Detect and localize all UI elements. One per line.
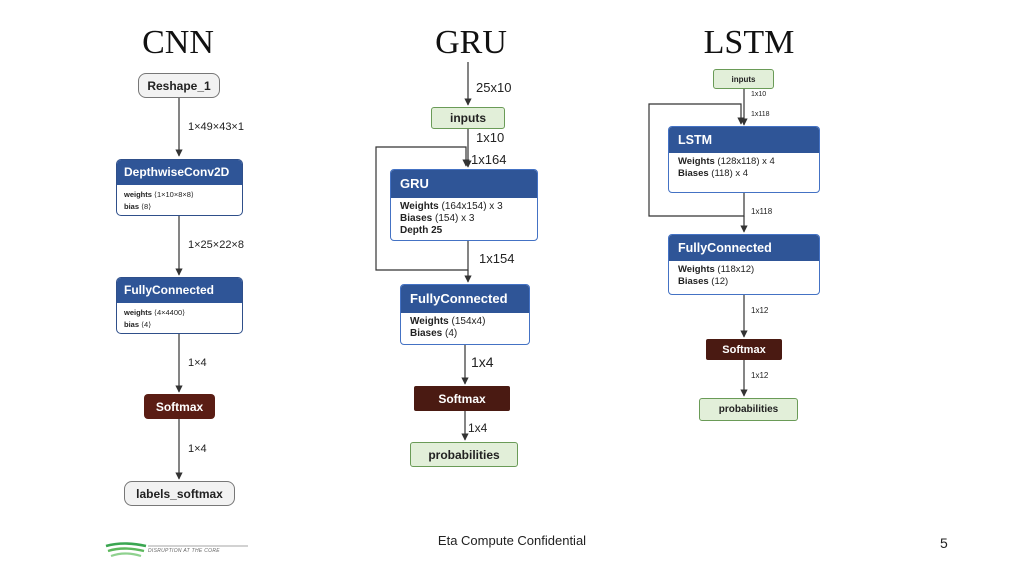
cnn-input-node: Reshape_1 bbox=[138, 73, 220, 98]
gru-dim-in: 25x10 bbox=[476, 80, 512, 95]
gru-dim-3: 1x4 bbox=[471, 354, 494, 370]
lstm-block-header: LSTM bbox=[669, 127, 819, 153]
lstm-dim-3: 1x12 bbox=[751, 306, 769, 315]
logo-tagline: DISRUPTION AT THE CORE bbox=[148, 548, 220, 554]
cnn-softmax-node: Softmax bbox=[144, 394, 215, 419]
lstm-dim-4: 1x12 bbox=[751, 371, 769, 380]
cnn-fully-connected-node: FullyConnected weights ⟨4×4400⟩ bias ⟨4⟩ bbox=[116, 277, 243, 334]
cnn-fc-header: FullyConnected bbox=[117, 278, 242, 303]
gru-block-node: GRU Weights (164x154) x 3 Biases (154) x… bbox=[390, 169, 538, 241]
cnn-title: CNN bbox=[142, 24, 214, 61]
lstm-output-node: probabilities bbox=[699, 398, 798, 421]
lstm-block-node: LSTM Weights (128x118) x 4 Biases (118) … bbox=[668, 126, 820, 193]
gru-output-node: probabilities bbox=[410, 442, 518, 467]
footer-confidential: Eta Compute Confidential bbox=[437, 533, 587, 548]
cnn-output-node: labels_softmax bbox=[124, 481, 235, 506]
lstm-block-params: Weights (128x118) x 4 Biases (118) x 4 bbox=[678, 156, 775, 179]
page-number: 5 bbox=[940, 535, 948, 551]
cnn-depthwise-conv-node: DepthwiseConv2D weights ⟨1×10×8×8⟩ bias … bbox=[116, 159, 243, 216]
cnn-dim-1: 1×49×43×1 bbox=[188, 121, 244, 133]
company-logo: DISRUPTION AT THE CORE bbox=[104, 540, 254, 566]
logo-swoosh-icon bbox=[105, 542, 147, 558]
gru-dim-loop: 1x164 bbox=[471, 152, 507, 167]
logo-rule bbox=[148, 545, 248, 547]
lstm-softmax-node: Softmax bbox=[706, 339, 782, 360]
gru-dim-2: 1x154 bbox=[479, 251, 515, 266]
gru-inputs-node: inputs bbox=[431, 107, 505, 129]
lstm-inputs-node: inputs bbox=[713, 69, 774, 89]
lstm-dim-1: 1x10 bbox=[751, 91, 767, 98]
lstm-fully-connected-node: FullyConnected Weights (118x12) Biases (… bbox=[668, 234, 820, 295]
gru-dim-1: 1x10 bbox=[476, 130, 505, 145]
gru-block-header: GRU bbox=[391, 170, 537, 198]
cnn-conv-header: DepthwiseConv2D bbox=[117, 160, 242, 185]
lstm-dim-loop: 1x118 bbox=[751, 111, 770, 118]
gru-fc-params: Weights (154x4) Biases (4) bbox=[410, 316, 486, 339]
cnn-conv-params: weights ⟨1×10×8×8⟩ bias ⟨8⟩ bbox=[124, 190, 194, 211]
cnn-fc-params: weights ⟨4×4400⟩ bias ⟨4⟩ bbox=[124, 308, 186, 329]
cnn-dim-2: 1×25×22×8 bbox=[188, 239, 244, 251]
gru-title: GRU bbox=[435, 24, 507, 61]
gru-fc-header: FullyConnected bbox=[401, 285, 529, 313]
cnn-dim-4: 1×4 bbox=[188, 443, 207, 455]
lstm-title: LSTM bbox=[703, 24, 795, 61]
lstm-fc-params: Weights (118x12) Biases (12) bbox=[678, 264, 755, 287]
lstm-fc-header: FullyConnected bbox=[669, 235, 819, 261]
lstm-dim-2: 1x118 bbox=[751, 207, 773, 216]
gru-block-params: Weights (164x154) x 3 Biases (154) x 3 D… bbox=[400, 201, 503, 236]
gru-softmax-node: Softmax bbox=[414, 386, 510, 411]
gru-dim-4: 1x4 bbox=[468, 421, 488, 435]
gru-fully-connected-node: FullyConnected Weights (154x4) Biases (4… bbox=[400, 284, 530, 345]
cnn-dim-3: 1×4 bbox=[188, 357, 207, 369]
